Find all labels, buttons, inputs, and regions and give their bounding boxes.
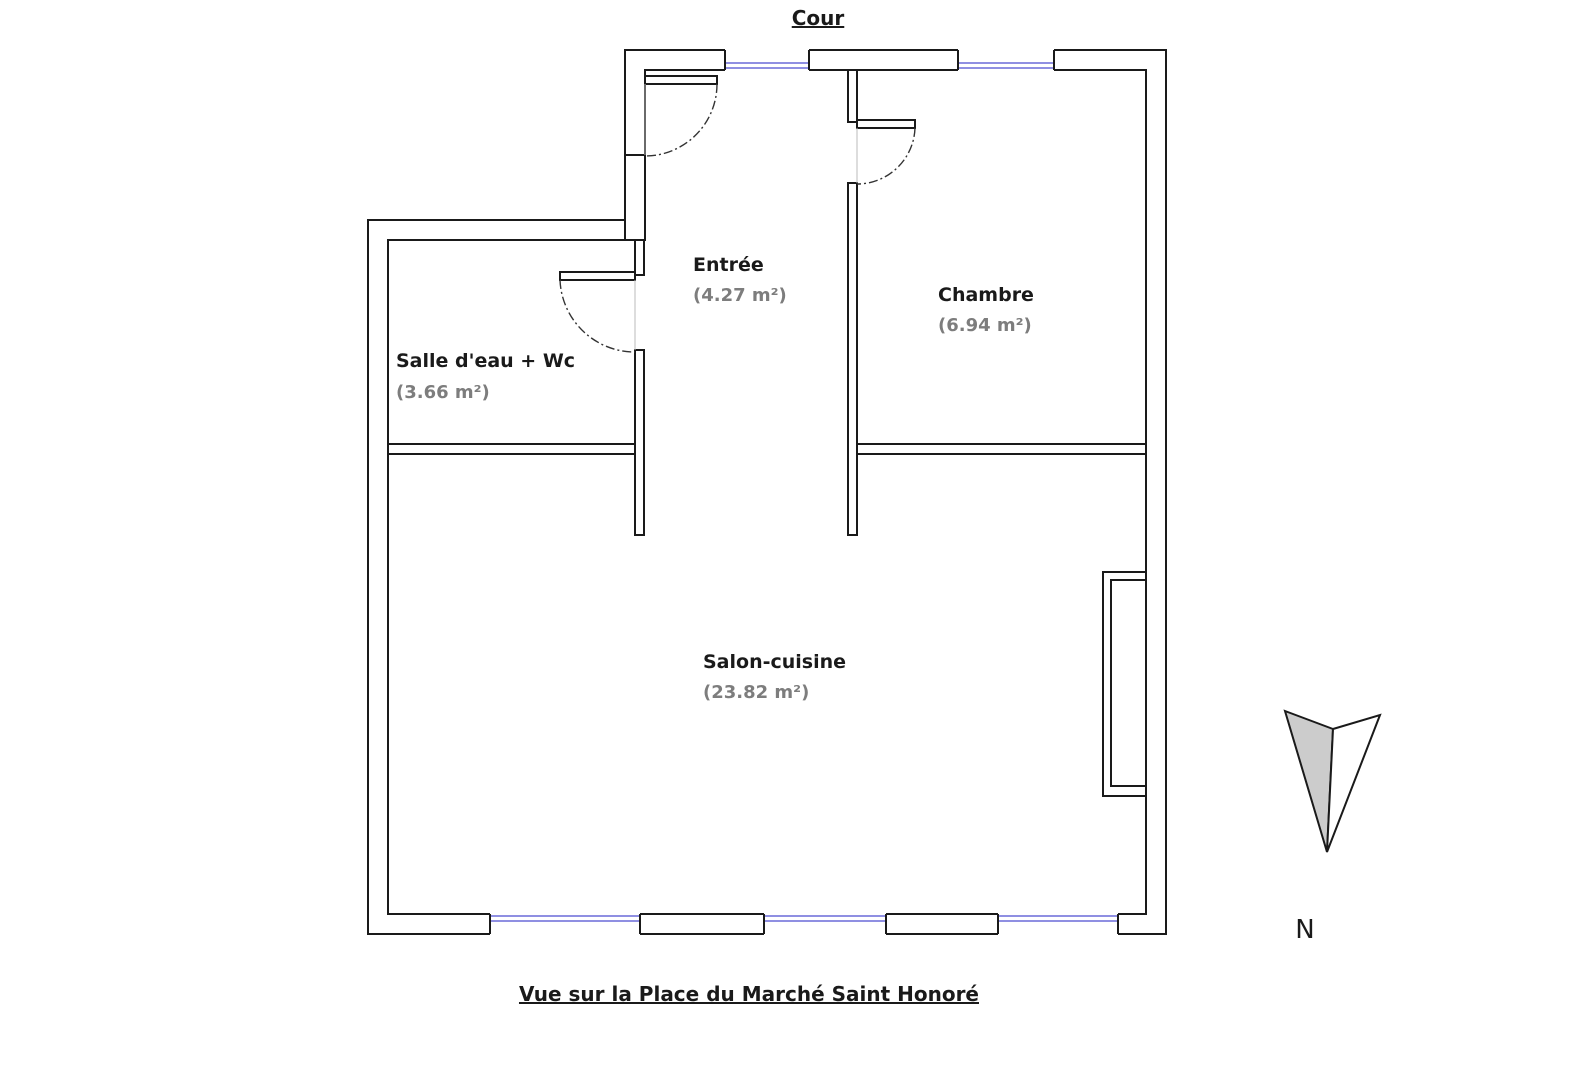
room-area-salle: (3.66 m²) <box>396 382 490 403</box>
room-area-salon: (23.82 m²) <box>703 682 809 703</box>
room-label-entree: Entrée <box>693 254 764 276</box>
window-bottom-3 <box>998 913 1118 935</box>
window-top-left <box>725 49 809 71</box>
bottom-caption: Vue sur la Place du Marché Saint Honoré <box>519 982 979 1006</box>
room-label-salon: Salon-cuisine <box>703 651 846 673</box>
room-label-chambre: Chambre <box>938 284 1034 306</box>
entrance-door <box>627 52 718 157</box>
window-top-right <box>958 49 1054 71</box>
compass-north-label: N <box>1295 915 1314 945</box>
exterior-wall <box>367 49 1167 935</box>
wall-salle-entree-top <box>634 239 645 276</box>
top-caption: Cour <box>792 6 845 30</box>
wall-chambre-bottom <box>856 443 1147 455</box>
wall-entree-step <box>624 154 646 241</box>
room-area-chambre: (6.94 m²) <box>938 315 1032 336</box>
wall-salle-entree <box>634 349 645 536</box>
wall-entree-chambre-top <box>847 69 858 123</box>
wall-entree-chambre <box>847 182 858 536</box>
compass-icon <box>1283 709 1382 853</box>
room-area-entree: (4.27 m²) <box>693 285 787 306</box>
chambre-door <box>856 119 916 185</box>
room-label-salle: Salle d'eau + Wc <box>396 350 575 372</box>
wall-salle-bottom <box>387 443 636 455</box>
chimney-inner <box>1110 579 1147 787</box>
window-bottom-1 <box>490 913 640 935</box>
salle-door <box>559 271 636 353</box>
window-bottom-2 <box>764 913 886 935</box>
